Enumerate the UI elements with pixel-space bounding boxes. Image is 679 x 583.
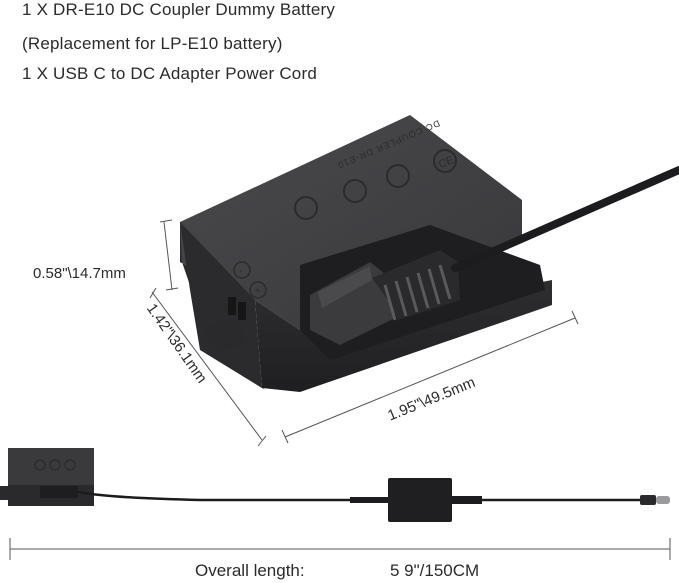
dummy-battery: CE DC COUPLER DR-E10 - + [180,115,679,392]
minus-terminal-label: - [239,265,243,277]
contact-slot [238,302,246,320]
embossed-icon [343,179,367,203]
embossed-icon [294,196,318,220]
overall-length-line [9,538,671,560]
width-dimension-line [151,291,263,441]
cable-segment [77,490,388,502]
overall-length-value: 5 9"/150CM [390,561,480,580]
height-dimension-line [163,221,173,291]
battery-tab [205,318,244,350]
height-dimension-label: 0.58"\14.7mm [33,265,126,282]
battery-left-face [180,222,262,388]
minus-terminal-icon [233,261,251,279]
length-dimension-line [284,317,576,438]
overall-length-label: Overall length: [195,561,305,580]
length-dimension-label: 1.95"\49.5mm [385,374,477,425]
plus-terminal-label: + [254,285,260,297]
contents-line-2: (Replacement for LP-E10 battery) [22,34,283,53]
embossed-icon [433,149,457,173]
contents-line-1: 1 X DR-E10 DC Coupler Dummy Battery [22,0,336,19]
plus-terminal-icon [249,281,267,299]
contents-line-3: 1 X USB C to DC Adapter Power Cord [22,64,317,83]
power-cable [451,166,679,272]
embossed-icon [386,164,410,188]
ce-mark: CE [437,154,456,171]
dc-adapter-box [388,478,452,522]
full-cable-illustration [0,448,670,522]
usb-c-plug [640,495,656,505]
contact-slot [228,297,236,315]
dc-plug [310,250,460,345]
